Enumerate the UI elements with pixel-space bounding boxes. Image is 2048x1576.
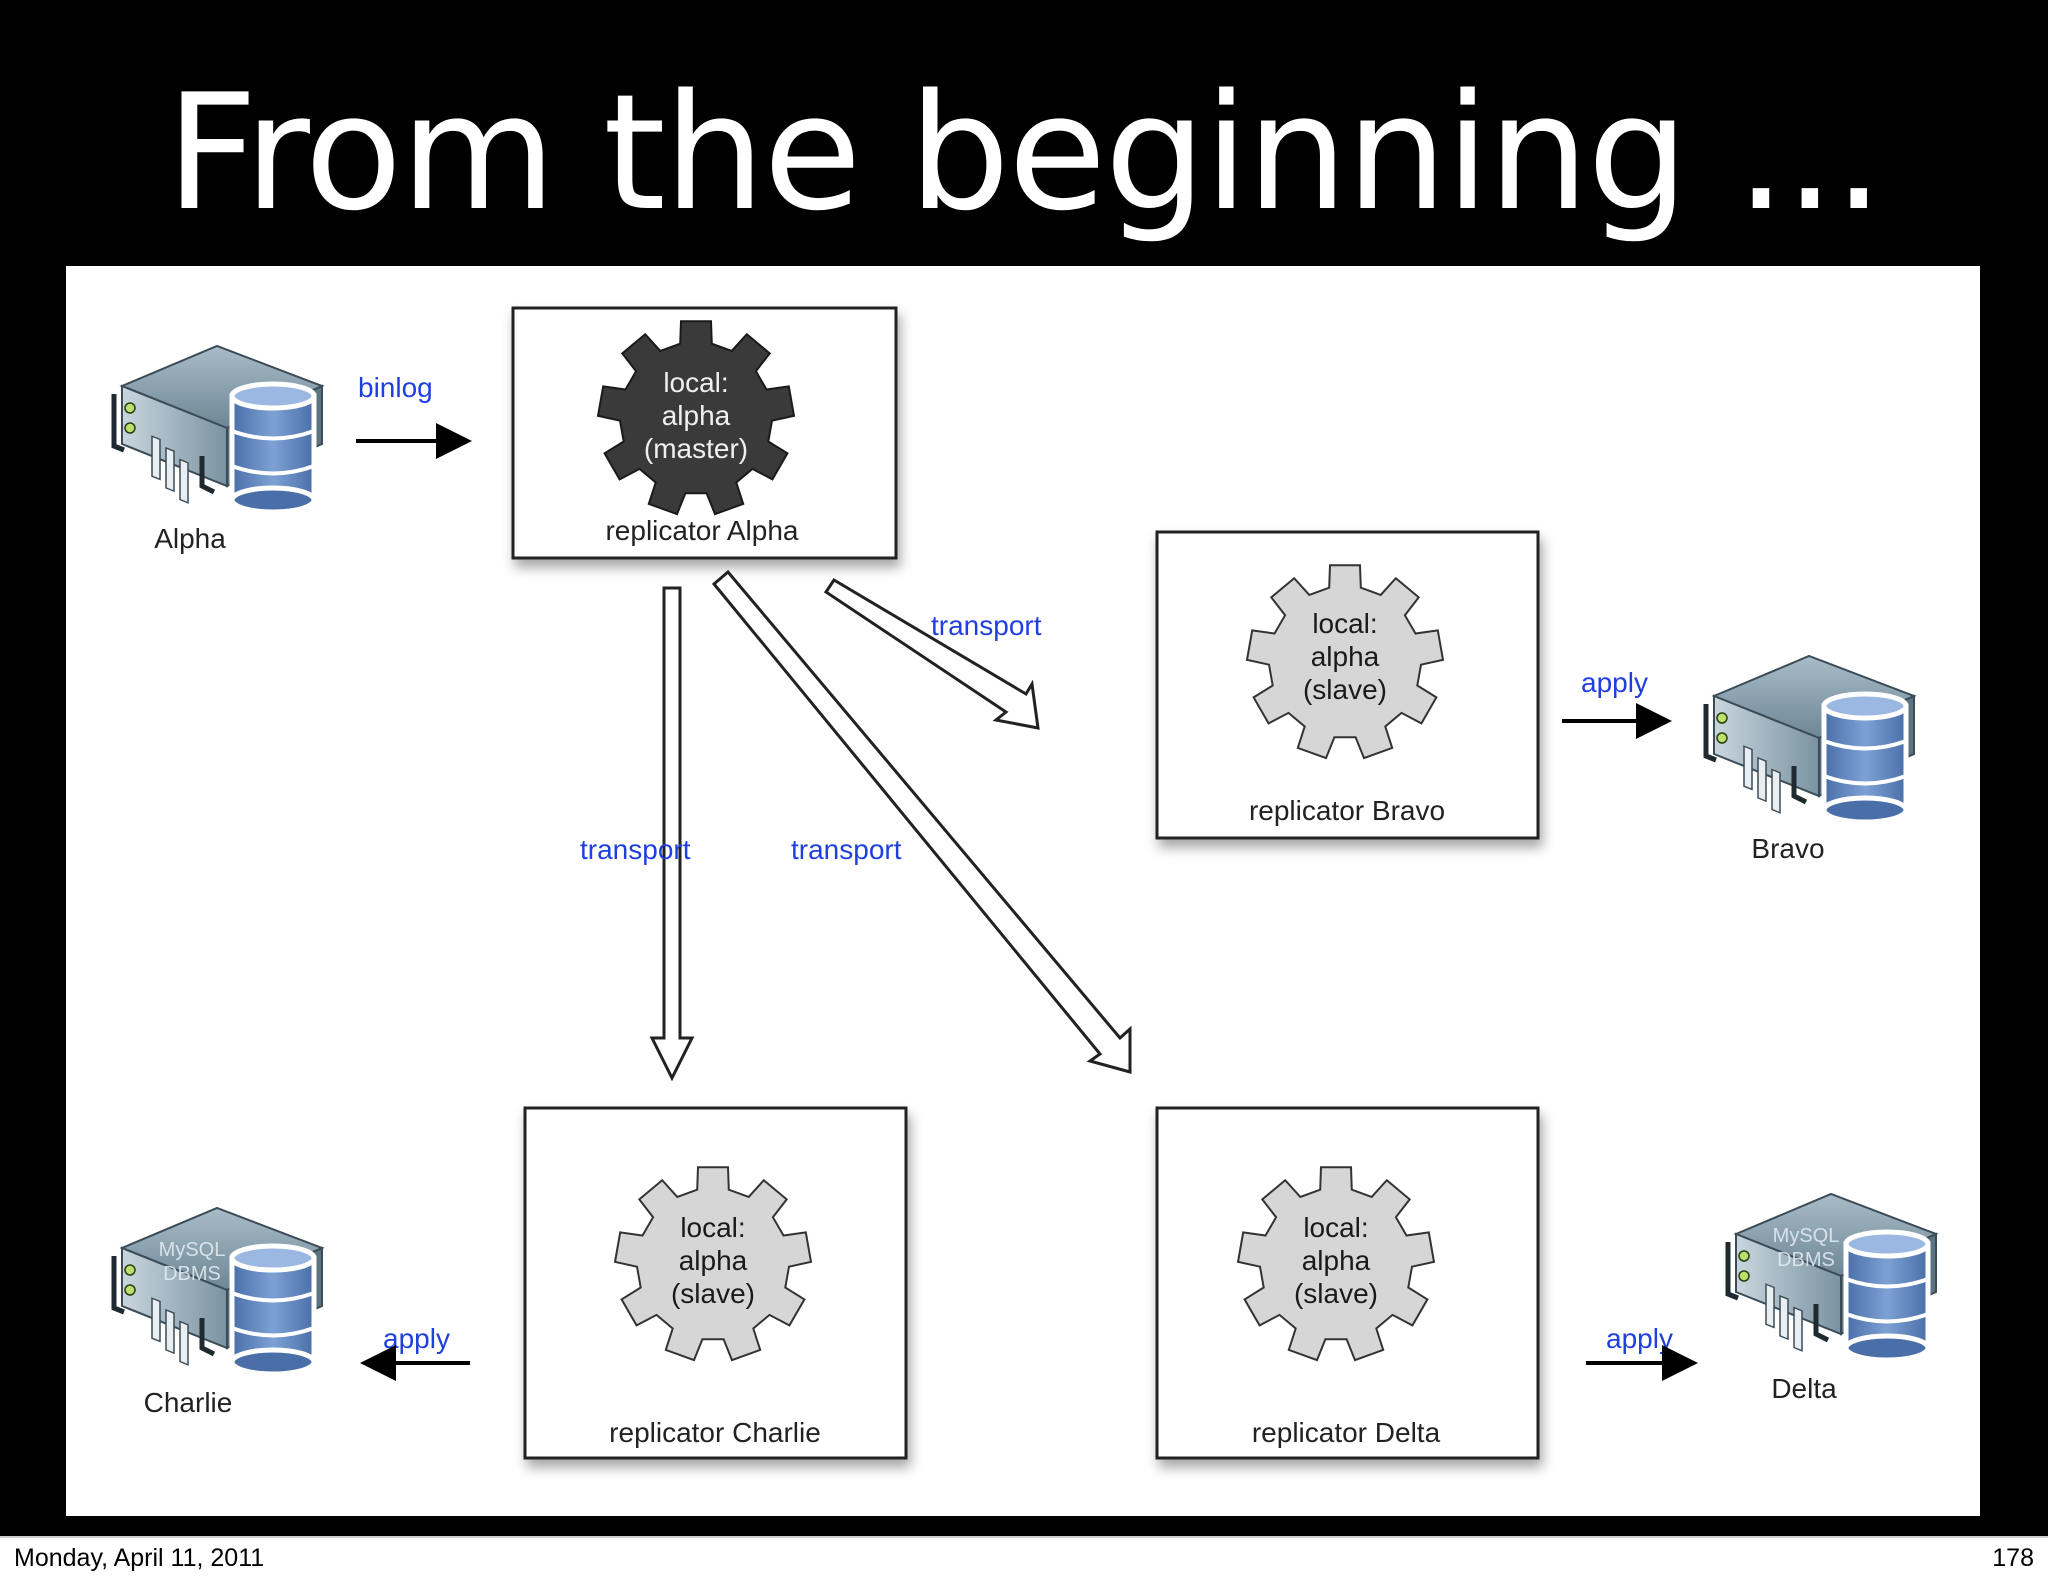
slide-title: From the beginning ...: [165, 59, 1884, 246]
server-charlie-text2: DBMS: [163, 1263, 221, 1285]
gear-charlie-line2: alpha: [679, 1245, 748, 1276]
gear-bravo-line2: alpha: [1311, 641, 1380, 672]
footer-date: Monday, April 11, 2011: [14, 1544, 265, 1572]
transport-to-bravo-label: transport: [931, 610, 1042, 641]
gear-bravo-line1: local:: [1312, 608, 1377, 639]
transport-to-bravo: transport: [823, 577, 1042, 730]
slide-footer: Monday, April 11, 2011 178: [0, 1536, 2048, 1576]
gear-bravo-line3: (slave): [1303, 674, 1387, 705]
transport-to-charlie-label: transport: [580, 834, 691, 865]
edge-apply-delta: apply: [1586, 1323, 1698, 1381]
edge-apply-bravo: apply: [1562, 667, 1672, 739]
edge-binlog-label: binlog: [358, 372, 433, 403]
edge-apply-charlie: apply: [360, 1323, 470, 1381]
transport-to-charlie: transport: [580, 586, 695, 1082]
server-delta-label: Delta: [1771, 1373, 1837, 1404]
gear-master-line1: local:: [663, 367, 728, 398]
gear-delta-line3: (slave): [1294, 1278, 1378, 1309]
transport-to-delta: transport: [711, 569, 1132, 1074]
diagram-panel: Alpha binlog local: alpha (master) repli…: [66, 266, 1980, 1516]
gear-bravo: local: alpha (slave): [1245, 564, 1445, 760]
gear-delta-line2: alpha: [1302, 1245, 1371, 1276]
transport-to-delta-label: transport: [791, 834, 902, 865]
gear-master-line3: (master): [644, 433, 748, 464]
server-alpha: Alpha: [114, 346, 322, 554]
server-bravo-label: Bravo: [1751, 833, 1824, 864]
gear-charlie-line3: (slave): [671, 1278, 755, 1309]
footer-page-number: 178: [1992, 1544, 2034, 1572]
gear-charlie-line1: local:: [680, 1212, 745, 1243]
server-charlie: MySQL DBMS Charlie: [114, 1208, 322, 1418]
replicator-charlie-title: replicator Charlie: [609, 1417, 821, 1448]
apply-delta-label: apply: [1606, 1323, 1673, 1354]
apply-charlie-label: apply: [383, 1323, 450, 1354]
gear-master: local: alpha (master): [596, 320, 796, 516]
server-delta-text1: MySQL: [1773, 1225, 1840, 1247]
replicator-delta-title: replicator Delta: [1252, 1417, 1441, 1448]
gear-master-line2: alpha: [662, 400, 731, 431]
server-charlie-text1: MySQL: [159, 1239, 226, 1261]
server-delta-text2: DBMS: [1777, 1249, 1835, 1271]
gear-delta-line1: local:: [1303, 1212, 1368, 1243]
gear-delta: local: alpha (slave): [1236, 1166, 1436, 1362]
replication-diagram: Alpha binlog local: alpha (master) repli…: [66, 306, 1980, 1460]
edge-binlog: binlog: [356, 372, 472, 459]
slide: From the beginning ...: [0, 0, 2048, 1536]
gear-charlie: local: alpha (slave): [613, 1166, 813, 1362]
server-alpha-label: Alpha: [154, 523, 226, 554]
server-bravo: Bravo: [1706, 656, 1914, 864]
server-delta: MySQL DBMS Delta: [1728, 1194, 1936, 1404]
apply-bravo-label: apply: [1581, 667, 1648, 698]
replicator-bravo-title: replicator Bravo: [1249, 795, 1445, 826]
server-charlie-label: Charlie: [144, 1387, 233, 1418]
replicator-alpha-title: replicator Alpha: [605, 515, 798, 546]
